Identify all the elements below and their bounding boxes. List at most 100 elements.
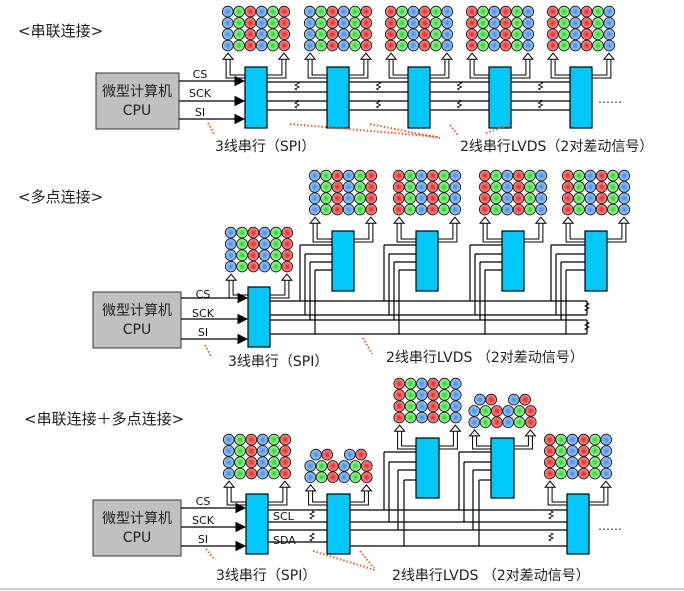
led bbox=[310, 448, 322, 461]
signal-cs-label: CS bbox=[193, 68, 208, 81]
led-panel bbox=[224, 226, 294, 273]
led bbox=[404, 181, 416, 193]
led bbox=[441, 28, 454, 41]
led bbox=[308, 169, 321, 182]
led bbox=[255, 17, 268, 29]
led bbox=[491, 416, 503, 429]
led bbox=[491, 405, 503, 417]
led bbox=[396, 17, 408, 29]
led bbox=[501, 181, 514, 193]
led bbox=[513, 405, 526, 417]
led bbox=[430, 5, 442, 18]
output-arrow-icon bbox=[270, 273, 293, 299]
section-multidrop: <多点连接> 微型计算机 CPU CS SCK SI 3线串行（SPI） 2线串… bbox=[18, 169, 631, 370]
led-panel bbox=[468, 393, 537, 429]
led bbox=[418, 5, 431, 18]
output-arrow-icon bbox=[304, 484, 327, 506]
termination-resistor-icon bbox=[547, 510, 555, 520]
led bbox=[234, 433, 246, 446]
led bbox=[331, 181, 344, 193]
output-arrow-icon bbox=[607, 216, 630, 243]
led bbox=[558, 5, 570, 18]
led bbox=[543, 456, 556, 469]
led bbox=[393, 411, 406, 424]
led bbox=[233, 28, 245, 41]
led bbox=[511, 5, 523, 18]
led bbox=[256, 445, 269, 457]
led-panel bbox=[303, 5, 373, 52]
output-arrow-icon bbox=[222, 52, 245, 79]
led bbox=[584, 181, 597, 193]
led bbox=[592, 5, 604, 18]
led bbox=[258, 249, 271, 262]
led bbox=[465, 5, 478, 18]
led bbox=[354, 181, 366, 193]
led-panel bbox=[393, 377, 462, 424]
led bbox=[256, 433, 269, 446]
led bbox=[490, 181, 502, 193]
led bbox=[618, 169, 631, 182]
led bbox=[331, 192, 344, 205]
led bbox=[326, 28, 339, 41]
led bbox=[384, 5, 397, 18]
lvds-label: 2线串行LVDS（2对差动信号） bbox=[460, 139, 653, 155]
cpu-block: 微型计算机 CPU bbox=[92, 499, 182, 557]
led bbox=[513, 416, 526, 429]
led bbox=[255, 28, 268, 41]
led bbox=[236, 226, 248, 239]
led bbox=[320, 169, 332, 182]
led bbox=[607, 169, 619, 182]
led bbox=[449, 181, 462, 193]
led bbox=[577, 433, 590, 446]
output-arrow-icon bbox=[223, 480, 246, 506]
led bbox=[365, 181, 378, 193]
section-serial: <串联连接> 微型计算机 CPU CS SCK SI 3线串行（SPI） 2线串… bbox=[18, 5, 653, 155]
led bbox=[279, 467, 292, 480]
led bbox=[438, 169, 450, 182]
led bbox=[354, 169, 366, 182]
led bbox=[415, 203, 428, 216]
output-arrow-icon bbox=[466, 52, 489, 79]
led bbox=[343, 448, 356, 461]
led bbox=[234, 445, 246, 457]
cpu-block: 微型计算机 CPU bbox=[92, 291, 182, 349]
led bbox=[337, 5, 350, 18]
led bbox=[488, 28, 501, 41]
led-driver-ic bbox=[245, 493, 269, 555]
led-driver-ic bbox=[501, 230, 525, 292]
led bbox=[577, 445, 590, 457]
led bbox=[396, 39, 408, 52]
led-panel bbox=[392, 169, 462, 216]
led bbox=[580, 39, 593, 52]
led-driver-ic bbox=[415, 437, 440, 499]
led bbox=[569, 39, 582, 52]
led bbox=[522, 17, 535, 29]
led bbox=[268, 456, 280, 469]
led bbox=[407, 39, 420, 52]
led bbox=[566, 433, 579, 446]
led bbox=[221, 5, 234, 18]
led bbox=[244, 39, 257, 52]
led bbox=[404, 169, 416, 182]
led bbox=[279, 456, 292, 469]
led bbox=[360, 39, 373, 52]
led bbox=[416, 377, 428, 390]
led bbox=[320, 181, 332, 193]
led bbox=[315, 460, 328, 472]
termination-resistor-icon bbox=[456, 81, 463, 91]
signal-si-label: SI bbox=[198, 533, 208, 546]
led bbox=[245, 445, 258, 457]
led bbox=[233, 5, 245, 18]
led bbox=[404, 400, 417, 413]
led bbox=[270, 249, 282, 262]
cpu-label-line2: CPU bbox=[123, 530, 151, 546]
led bbox=[407, 17, 420, 29]
led bbox=[490, 203, 502, 216]
led bbox=[407, 5, 420, 18]
led bbox=[255, 5, 268, 18]
termination-resistor-icon bbox=[375, 99, 382, 109]
led bbox=[485, 393, 498, 406]
output-arrow-icon bbox=[592, 52, 615, 79]
led bbox=[418, 39, 431, 52]
signal-sck-label: SCK bbox=[189, 87, 212, 100]
